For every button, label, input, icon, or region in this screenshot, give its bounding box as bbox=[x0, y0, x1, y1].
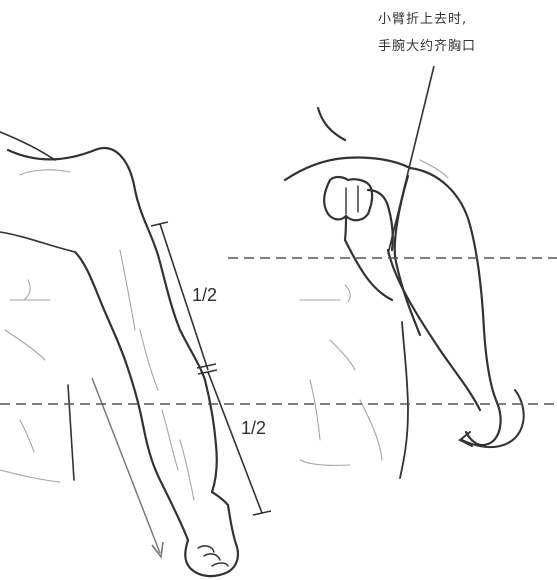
annotation-pointer-line bbox=[388, 66, 434, 254]
annotation-line-2: 手腕大约齐胸口 bbox=[378, 33, 548, 60]
right-figure-sketch-lines bbox=[300, 160, 448, 465]
left-figure-sketch-lines bbox=[0, 170, 194, 500]
upper-arm-proportion-label: 1/2 bbox=[192, 285, 217, 306]
proportion-measure-bracket bbox=[151, 222, 271, 515]
forearm-direction-arrow bbox=[92, 378, 163, 557]
wrist-height-annotation: 小臂折上去时, 手腕大约齐胸口 bbox=[378, 6, 548, 60]
right-figure-arm-folded bbox=[285, 108, 501, 478]
forearm-proportion-label: 1/2 bbox=[241, 418, 266, 439]
annotation-line-1: 小臂折上去时, bbox=[378, 6, 548, 33]
